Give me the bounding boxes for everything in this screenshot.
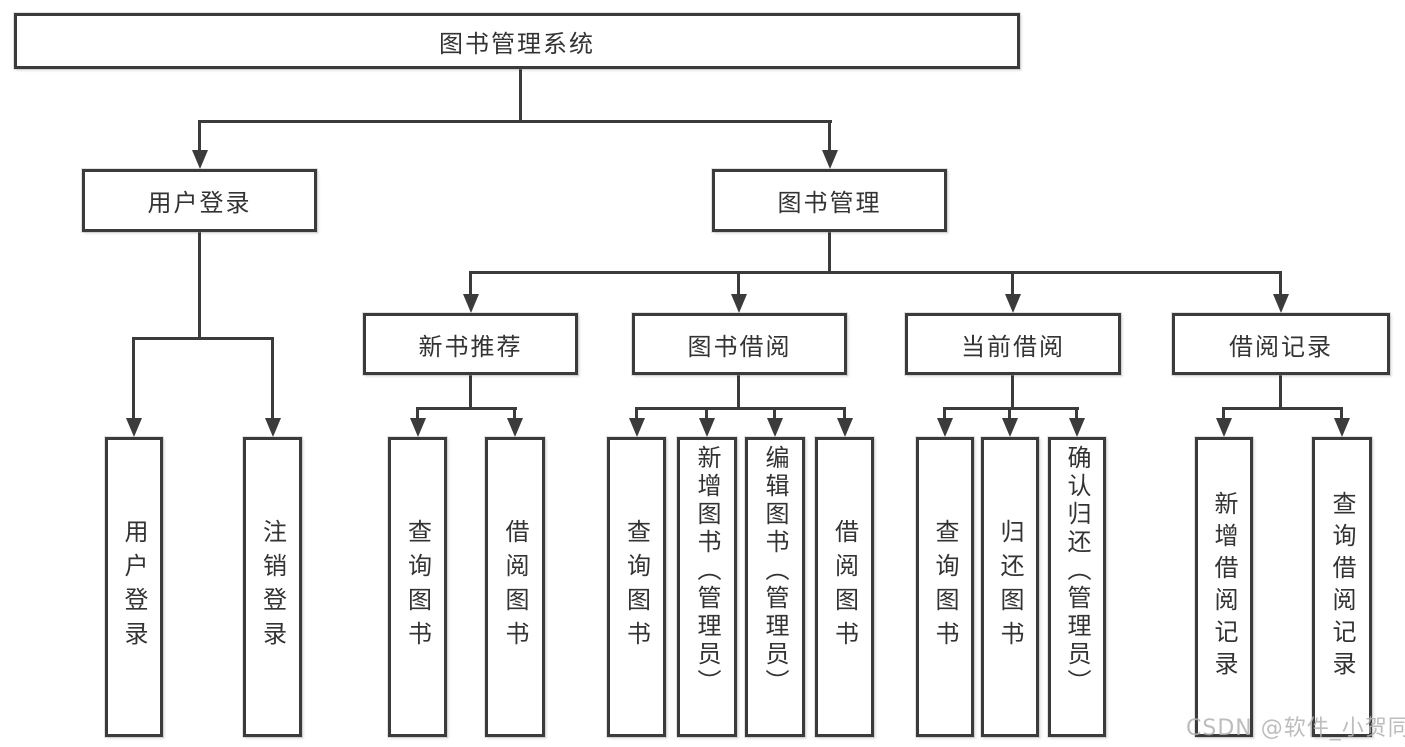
arrow-to-br-query	[1340, 407, 1343, 418]
node-book-management-label: 图书管理	[777, 189, 882, 217]
arrow-to-bb-borrow	[843, 407, 846, 418]
arrow-to-user-login-v	[132, 337, 135, 418]
node-br-add-record-label: 新增借阅记录	[1210, 491, 1238, 683]
node-logout-action: 注销登录	[243, 437, 302, 737]
node-user-login-action: 用户登录	[105, 437, 163, 737]
node-root-label: 图书管理系统	[439, 29, 595, 58]
arrow-to-br-add	[1222, 407, 1225, 418]
node-user-login-action-label: 用户登录	[120, 519, 148, 655]
connector-level3-bar	[469, 271, 1282, 274]
arrow-to-user-login	[198, 120, 201, 150]
node-nbr-borrow-books-label: 借阅图书	[501, 519, 529, 655]
node-nbr-query-books-label: 查询图书	[403, 519, 432, 655]
node-book-management: 图书管理	[712, 169, 947, 232]
node-new-book-recommend-label: 新书推荐	[418, 332, 523, 361]
node-user-login: 用户登录	[82, 169, 317, 232]
connector-new-book-recommend-bar	[416, 407, 517, 410]
node-bb-query-books: 查询图书	[607, 437, 666, 737]
connector-book-borrow-bar	[635, 407, 846, 410]
node-bb-edit-books-admin: 编辑图书（管理员）	[745, 437, 805, 737]
node-book-borrow: 图书借阅	[632, 313, 847, 375]
node-cb-query-books-label: 查询图书	[931, 519, 959, 655]
node-borrow-records: 借阅记录	[1172, 313, 1390, 375]
node-br-query-record-label: 查询借阅记录	[1328, 491, 1356, 683]
node-current-borrow: 当前借阅	[905, 313, 1121, 375]
node-cb-confirm-return-admin-label: 确认归还（管理员）	[1063, 445, 1091, 697]
arrow-to-current-borrow	[1011, 271, 1014, 294]
connector-borrow-records-bar	[1222, 407, 1343, 410]
arrow-to-cb-return	[1008, 407, 1011, 418]
node-new-book-recommend: 新书推荐	[363, 313, 578, 375]
connector-book-management-stub	[828, 232, 831, 271]
arrow-to-cb-confirm	[1075, 407, 1078, 418]
node-br-query-record: 查询借阅记录	[1312, 437, 1372, 737]
node-borrow-records-label: 借阅记录	[1229, 332, 1333, 361]
node-bb-add-books-admin: 新增图书（管理员）	[677, 437, 737, 737]
node-nbr-borrow-books: 借阅图书	[485, 437, 545, 737]
arrow-to-bb-edit	[773, 407, 776, 418]
node-cb-return-books-label: 归还图书	[996, 519, 1024, 655]
arrow-to-nbr-query	[416, 407, 419, 418]
node-bb-edit-books-admin-label: 编辑图书（管理员）	[761, 445, 789, 697]
connector-user-login-bar	[132, 337, 274, 340]
connector-level2-bar	[198, 120, 832, 123]
connector-current-borrow-bar	[943, 407, 1079, 410]
node-bb-add-books-admin-label: 新增图书（管理员）	[693, 445, 721, 697]
arrow-to-new-book-recommend	[469, 271, 472, 294]
node-logout-action-label: 注销登录	[258, 519, 287, 655]
connector-root-stub	[519, 69, 522, 120]
arrow-to-logout-v	[271, 337, 274, 418]
arrow-to-book-management	[828, 120, 831, 150]
arrow-to-bb-add	[705, 407, 708, 418]
node-br-add-record: 新增借阅记录	[1195, 437, 1253, 737]
connector-book-borrow-stub	[737, 375, 740, 407]
node-cb-query-books: 查询图书	[916, 437, 974, 737]
arrow-to-cb-query	[943, 407, 946, 418]
connector-borrow-records-stub	[1279, 375, 1282, 407]
node-bb-borrow-books: 借阅图书	[815, 437, 874, 737]
arrow-to-bb-query	[635, 407, 638, 418]
node-book-borrow-label: 图书借阅	[687, 332, 792, 361]
node-cb-return-books: 归还图书	[981, 437, 1039, 737]
arrow-to-book-borrow	[737, 271, 740, 294]
node-cb-confirm-return-admin: 确认归还（管理员）	[1048, 437, 1106, 737]
node-user-login-label: 用户登录	[147, 189, 252, 217]
csdn-watermark: CSDN @软件_小贺同学	[1186, 716, 1405, 741]
node-nbr-query-books: 查询图书	[388, 437, 447, 737]
connector-new-book-recommend-stub	[469, 375, 472, 407]
arrow-to-borrow-records	[1279, 271, 1282, 294]
node-root: 图书管理系统	[14, 13, 1020, 69]
connector-current-borrow-stub	[1011, 375, 1014, 407]
node-bb-query-books-label: 查询图书	[622, 519, 651, 655]
node-bb-borrow-books-label: 借阅图书	[830, 519, 859, 655]
node-current-borrow-label: 当前借阅	[961, 332, 1065, 361]
arrow-to-nbr-borrow	[513, 407, 516, 418]
connector-user-login-stub	[198, 232, 201, 337]
